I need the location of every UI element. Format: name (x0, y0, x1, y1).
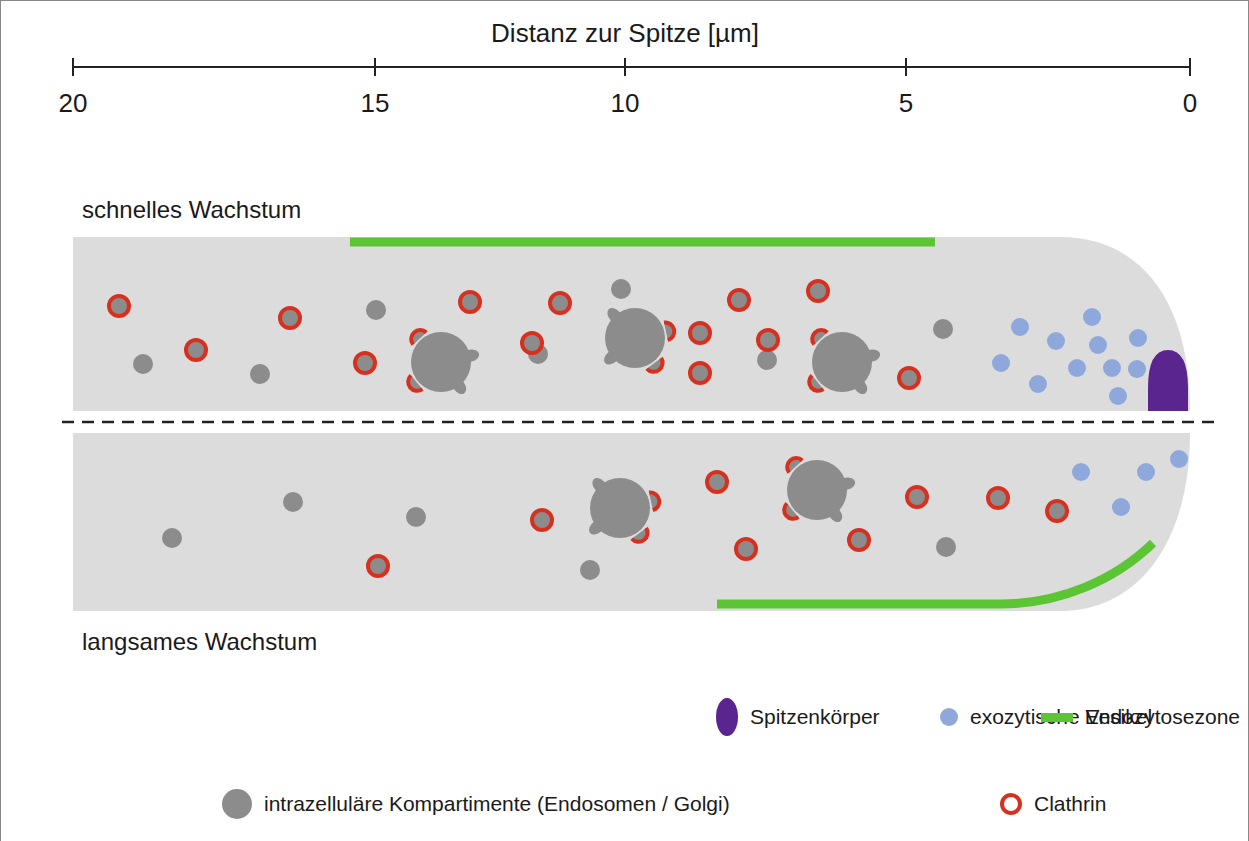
legend-text: Endozytosezone (1085, 705, 1240, 729)
compartment (757, 350, 777, 370)
exocytic-vesicle (1072, 463, 1090, 481)
exocytic-vesicle (1112, 498, 1130, 516)
legend-item: Clathrin (1000, 792, 1106, 816)
clathrin-vesicle (808, 281, 828, 301)
clathrin-vesicle (729, 290, 749, 310)
hypha-fast (73, 237, 1190, 411)
compartment-large (787, 460, 847, 520)
endocytosis-zone (350, 238, 935, 247)
compartment-large (411, 332, 471, 392)
clathrin-vesicle (109, 296, 129, 316)
exocytic-vesicle (1011, 318, 1029, 336)
compartment (933, 319, 953, 339)
axis-tick (1189, 58, 1191, 76)
compartment (580, 560, 600, 580)
axis-tick-label: 0 (1183, 90, 1197, 116)
clathrin-vesicle (690, 323, 710, 343)
legend-item: intrazelluläre Kompartimente (Endosomen … (222, 789, 730, 819)
exocytic-vesicle (1089, 336, 1107, 354)
clathrin-vesicle (707, 472, 727, 492)
clathrin-vesicle (460, 292, 480, 312)
clathrin-vesicle (550, 293, 570, 313)
clathrin-vesicle (355, 353, 375, 373)
exocytic-vesicle (1103, 359, 1121, 377)
clathrin-vesicle (368, 556, 388, 576)
axis-tick (624, 58, 626, 76)
clathrin-vesicle (532, 510, 552, 530)
axis-line (73, 66, 1190, 68)
clathrin-vesicle (522, 333, 542, 353)
legend-text: Spitzenkörper (750, 705, 880, 729)
axis-tick-label: 10 (611, 90, 640, 116)
clathrin-vesicle (758, 330, 778, 350)
exocytic-vesicle (1129, 329, 1147, 347)
divider-line (62, 421, 1215, 424)
spitzenkoerper (1148, 350, 1188, 411)
axis-tick (374, 58, 376, 76)
compartment (936, 537, 956, 557)
legend-swatch (716, 698, 738, 736)
legend-swatch (940, 708, 958, 726)
axis-title: Distanz zur Spitze [µm] (491, 20, 759, 46)
exocytic-vesicle (1170, 450, 1188, 468)
exocytic-vesicle (1137, 463, 1155, 481)
legend-symbol (1000, 793, 1022, 815)
axis-tick (72, 58, 74, 76)
compartment (366, 300, 386, 320)
exocytic-vesicle (1029, 375, 1047, 393)
compartment (162, 528, 182, 548)
exocytic-vesicle (1109, 387, 1127, 405)
legend-swatch (222, 789, 252, 819)
compartment-large (812, 332, 872, 392)
exocytic-vesicle (1083, 308, 1101, 326)
axis-tick-label: 15 (361, 90, 390, 116)
exocytic-vesicle (1128, 360, 1146, 378)
clathrin-vesicle (690, 363, 710, 383)
clathrin-vesicle (736, 539, 756, 559)
compartment-large (590, 478, 650, 538)
exocytic-vesicle (992, 354, 1010, 372)
compartment (133, 354, 153, 374)
clathrin-vesicle (849, 530, 869, 550)
compartment (250, 364, 270, 384)
axis-tick-label: 20 (59, 90, 88, 116)
exocytic-vesicle (1047, 332, 1065, 350)
clathrin-vesicle (186, 340, 206, 360)
legend-text: intrazelluläre Kompartimente (Endosomen … (264, 792, 730, 816)
legend-item: Endozytosezone (1041, 705, 1240, 729)
clathrin-vesicle (988, 488, 1008, 508)
panel-label: langsames Wachstum (82, 630, 317, 654)
clathrin-vesicle (280, 308, 300, 328)
clathrin-vesicle (907, 487, 927, 507)
clathrin-vesicle (1047, 501, 1067, 521)
axis-tick (905, 58, 907, 76)
compartment (283, 492, 303, 512)
clathrin-coat (664, 323, 674, 341)
clathrin-coat (649, 493, 659, 511)
compartment (611, 279, 631, 299)
compartment (406, 507, 426, 527)
hypha-slow (73, 433, 1190, 611)
compartment-large (605, 308, 665, 368)
endocytosis-zone (717, 543, 1153, 604)
axis-tick-label: 5 (899, 90, 913, 116)
panel-label: schnelles Wachstum (82, 198, 301, 222)
legend-swatch (1041, 713, 1073, 722)
legend-item: Spitzenkörper (716, 698, 880, 736)
clathrin-vesicle (899, 368, 919, 388)
legend-text: Clathrin (1034, 792, 1106, 816)
exocytic-vesicle (1068, 359, 1086, 377)
